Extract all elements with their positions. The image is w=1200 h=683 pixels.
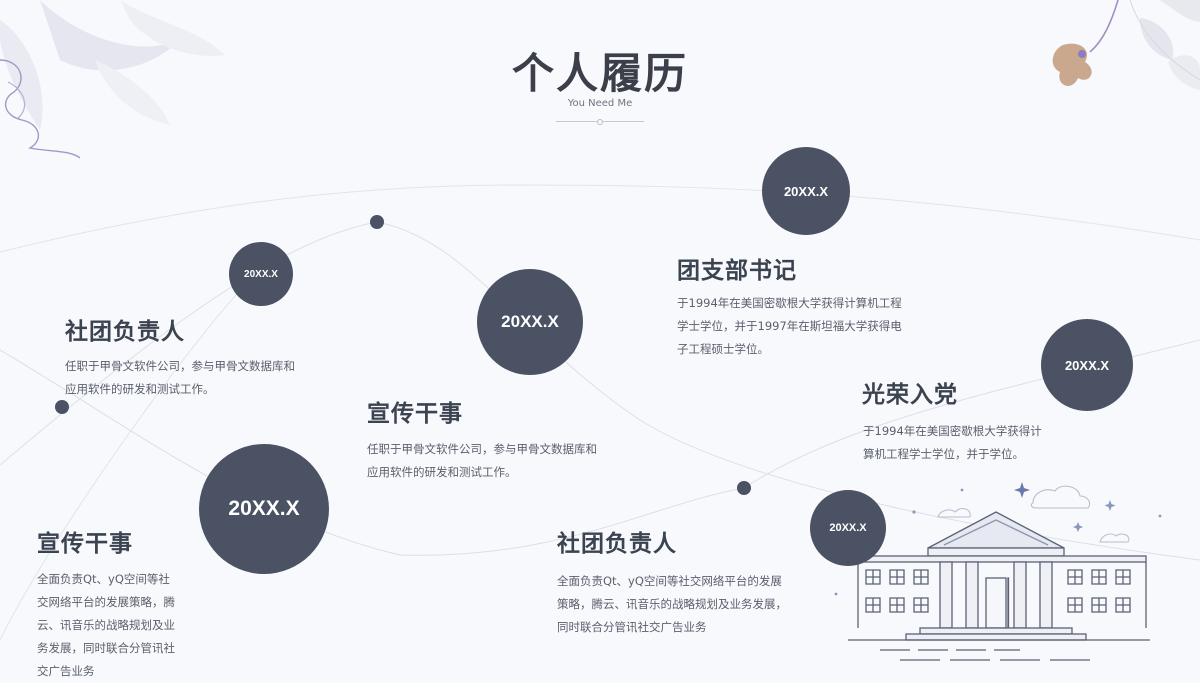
milestone-heading: 宣传干事 bbox=[37, 531, 133, 557]
milestone-heading: 社团负责人 bbox=[65, 319, 185, 345]
milestone-description: 任职于甲骨文软件公司，参与甲骨文数据库和应用软件的研发和测试工作。 bbox=[65, 359, 295, 396]
timeline-date-circle: 20XX.X bbox=[1041, 319, 1133, 411]
milestone-heading: 团支部书记 bbox=[677, 258, 797, 284]
milestone-description: 全面负责Qt、yQ空间等社交网络平台的发展策略，腾云、讯音乐的战略规划及业务发展… bbox=[37, 572, 175, 678]
title-divider-dot bbox=[597, 119, 603, 125]
timeline-connector-dot bbox=[737, 481, 751, 495]
milestone-heading: 光荣入党 bbox=[862, 382, 958, 408]
milestone-heading: 社团负责人 bbox=[557, 531, 677, 557]
page-subtitle: You Need Me bbox=[567, 98, 633, 109]
timeline-connector-dot bbox=[55, 400, 69, 414]
milestone-heading: 宣传干事 bbox=[367, 401, 463, 427]
leaf-decoration-icon bbox=[0, 0, 225, 159]
milestone-description: 全面负责Qt、yQ空间等社交网络平台的发展策略，腾云、讯音乐的战略规划及业务发展… bbox=[557, 574, 787, 634]
milestone-description: 于1994年在美国密歇根大学获得计算机工程学士学位，并于1997年在斯坦福大学获… bbox=[677, 296, 902, 356]
university-building-icon bbox=[834, 482, 1162, 661]
page-title: 个人履历 bbox=[511, 49, 688, 98]
timeline-date-circle: 20XX.X bbox=[199, 444, 329, 574]
timeline-date-circle: 20XX.X bbox=[229, 242, 293, 306]
timeline-date-circle: 20XX.X bbox=[810, 490, 886, 566]
milestone-description: 于1994年在美国密歇根大学获得计算机工程学士学位，并于学位。 bbox=[863, 424, 1042, 461]
timeline-date-circle: 20XX.X bbox=[477, 269, 583, 375]
timeline-connector-dot bbox=[370, 215, 384, 229]
flower-decoration-icon bbox=[1052, 0, 1200, 90]
timeline-date-circle: 20XX.X bbox=[762, 147, 850, 235]
milestone-description: 任职于甲骨文软件公司，参与甲骨文数据库和应用软件的研发和测试工作。 bbox=[367, 442, 597, 479]
